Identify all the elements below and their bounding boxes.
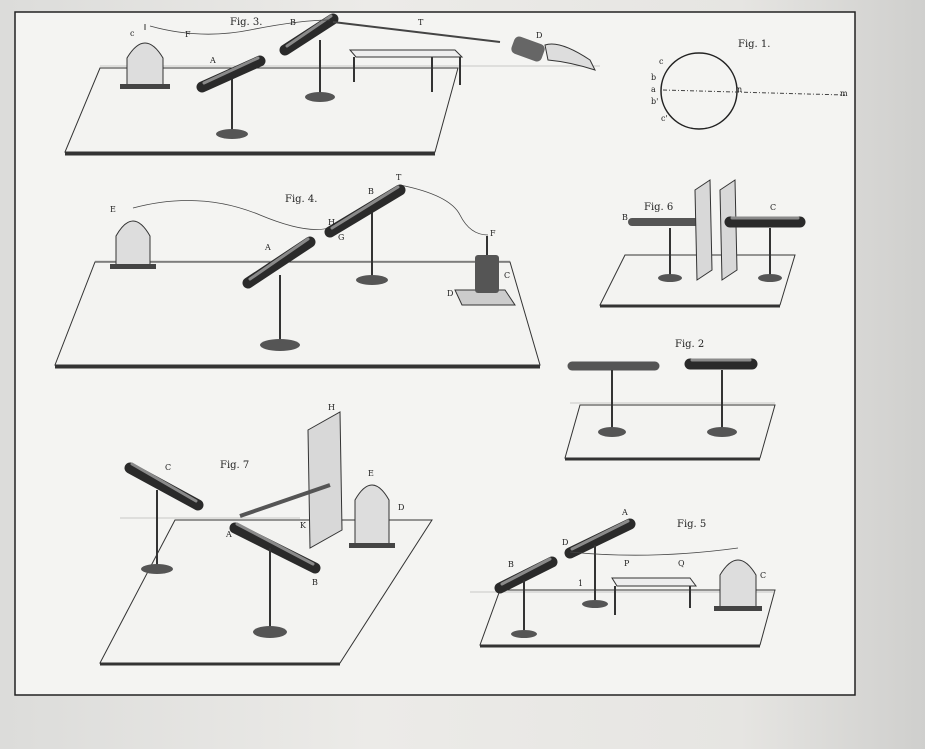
fig4-cylinder-a [242,236,316,289]
fig7-label: A [225,530,232,539]
fig6-label: C [770,203,776,212]
fig5-label: B [508,560,514,569]
fig1-label: b' [651,97,658,106]
fig3-cylinder-b [279,13,339,56]
fig5-label: A [621,508,628,517]
fig4-label: G [338,233,344,242]
fig1-label: a [651,85,656,94]
figure-6: Fig. 6 B C [599,179,806,308]
fig1-circle [660,52,738,130]
fig5-bell-jar [714,559,762,611]
fig4-label: A [264,243,271,252]
fig5-label: D [562,538,568,547]
fig4-label: F [490,229,496,238]
fig3-title: Fig. 3. [230,17,262,28]
fig5-label: 1 [578,579,583,588]
fig6-label: B [622,213,628,222]
fig3-table [348,49,464,92]
fig1-label: m [840,89,848,98]
fig1-label: b [651,73,656,82]
figure-1: Fig. 1. c b a b' c' n m [651,39,848,130]
figure-4: Fig. 4. E A B H G T F C D [54,173,541,369]
fig4-label: D [447,289,453,298]
fig5-label: C [760,571,766,580]
fig4-battery [454,236,516,306]
fig5-title: Fig. 5 [677,519,706,530]
fig4-label: T [396,173,402,182]
fig5-table [611,577,697,615]
fig4-label: B [368,187,374,196]
fig4-cylinder-b [324,184,406,238]
fig4-bell-jar [110,220,156,269]
fig7-title: Fig. 7 [220,460,249,471]
fig3-platform [64,67,459,153]
fig7-label: K [300,521,307,530]
fig4-label: E [110,205,116,214]
fig4-label: C [504,271,510,280]
fig3-bell-jar [120,24,170,89]
fig3-label: A [209,56,216,65]
fig4-title: Fig. 4. [285,194,317,205]
fig7-plate-h [307,411,343,549]
fig1-title: Fig. 1. [738,39,770,50]
fig3-label: F [185,30,191,39]
fig1-label: c' [661,114,668,123]
fig7-label: H [328,403,335,412]
fig3-label: c [130,29,135,38]
figure-2: Fig. 2 [564,339,776,461]
fig3-label: D [536,31,542,40]
fig7-label: D [398,503,404,512]
fig3-label: B [290,18,296,27]
fig1-label: c [659,57,664,66]
fig7-label: C [165,463,171,472]
fig7-cylinder-c [124,462,204,511]
fig2-title: Fig. 2 [675,339,704,350]
fig7-bell-jar [349,484,395,548]
fig3-hand-electroscope [511,36,596,71]
fig5-label: Q [678,559,685,568]
figure-7: Fig. 7 C H A B D K E [99,403,433,666]
fig5-label: P [624,559,630,568]
fig7-label: E [368,469,374,478]
figure-3: Fig. 3. c F A B T D [64,13,600,156]
fig7-label: B [312,578,318,587]
figure-5: Fig. 5 A D B P Q C 1 [470,508,776,648]
fig6-title: Fig. 6 [644,202,673,213]
fig3-cylinder-a [196,55,266,93]
fig3-label: T [418,18,424,27]
fig4-label: H [328,218,335,227]
fig1-label: n [737,85,742,94]
